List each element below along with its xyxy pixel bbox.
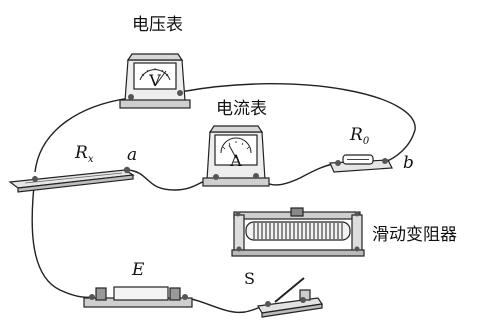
battery bbox=[83, 286, 193, 308]
wire-a-to-ammeter bbox=[127, 169, 216, 191]
battery-right-terminal bbox=[182, 294, 188, 300]
resistor-r0 bbox=[329, 154, 393, 173]
rx-right-terminal bbox=[123, 166, 131, 174]
rx-left-terminal bbox=[32, 176, 38, 182]
voltmeter-face-label: V bbox=[148, 71, 161, 90]
wire-voltmeter-to-rx bbox=[34, 97, 131, 173]
switch-label: S bbox=[244, 269, 255, 288]
voltmeter-label: 电压表 bbox=[132, 15, 183, 35]
ammeter-label: 电流表 bbox=[216, 99, 267, 119]
switch-left-terminal bbox=[265, 301, 271, 307]
switch-right-terminal bbox=[300, 297, 306, 303]
battery-left-terminal bbox=[89, 294, 95, 300]
r0-label: R0 bbox=[349, 125, 370, 147]
rheostat-label: 滑动变阻器 bbox=[372, 225, 457, 245]
ammeter bbox=[202, 125, 270, 187]
voltmeter bbox=[119, 53, 191, 109]
voltmeter-left-terminal bbox=[128, 94, 134, 100]
battery-label: E bbox=[131, 260, 145, 280]
r0-right-terminal bbox=[382, 158, 388, 164]
wire-voltmeter-to-r0 bbox=[179, 83, 416, 163]
rheostat bbox=[231, 207, 365, 257]
rx-label: Rx bbox=[74, 143, 94, 165]
point-a-label: a bbox=[127, 145, 137, 165]
point-b-label: b bbox=[403, 153, 414, 173]
ammeter-face-label: A bbox=[229, 151, 242, 170]
voltmeter-right-terminal bbox=[177, 90, 183, 96]
r0-left-terminal bbox=[335, 160, 341, 166]
wire-rx-to-battery bbox=[31, 175, 93, 299]
resistor-rx bbox=[8, 166, 135, 193]
ammeter-right-terminal bbox=[253, 173, 259, 179]
switch bbox=[257, 277, 324, 318]
ammeter-left-terminal bbox=[213, 174, 219, 180]
wire-battery-to-switch bbox=[184, 297, 269, 314]
